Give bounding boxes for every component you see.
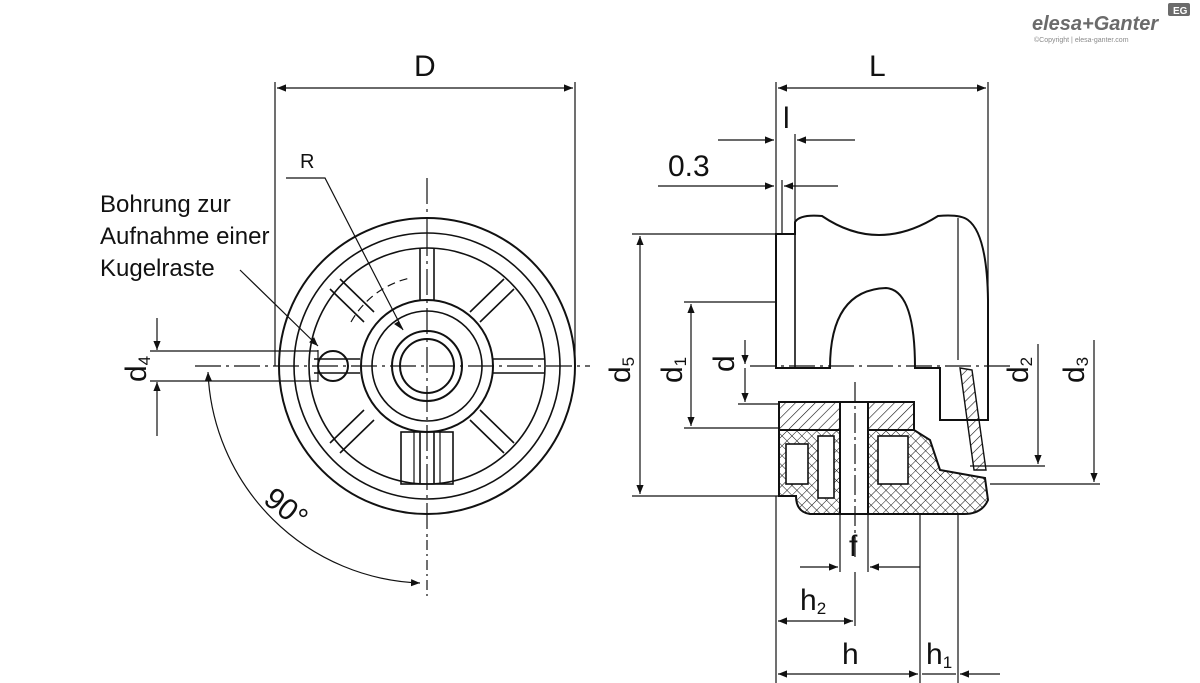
side-body-upper [775,214,989,421]
section-detent-pocket [785,443,809,485]
dim-h1-label: h1 [926,638,952,672]
dim-h-label: h [842,638,859,671]
brand-logo-text: elesa+Ganter [1032,13,1159,35]
dimension-d5: d5 [604,233,779,497]
brand-badge-box [1168,3,1190,16]
dim-d-label: d [708,355,741,372]
section-cavity [877,435,909,485]
section-bore [839,401,869,515]
dimension-h2: h2 [778,584,853,625]
dim-d5-label: d5 [604,357,638,383]
dim-d4-label: d4 [120,356,154,382]
angle-arc [204,371,421,587]
annotation-line-2: Aufnahme einer [100,223,269,250]
hub-inner [371,310,483,422]
radius-leader: R [286,151,404,331]
dim-d1-label: d1 [656,357,690,383]
detent-annotation: Bohrung zur Aufnahme einer Kugelraste [100,191,319,347]
dim-03-label: 0.3 [668,150,710,183]
brand-logo: elesa+Ganter EG ©Copyright | elesa-gante… [1032,3,1190,44]
dim-h2-label: h2 [800,584,826,618]
annotation-line-1: Bohrung zur [100,191,231,218]
dimension-h1: h1 [922,638,1000,678]
dimension-f: f [800,514,920,572]
dimension-d3: d3 [990,340,1100,485]
dimension-d: d [708,340,779,405]
annotation-line-3: Kugelraste [100,255,215,282]
dimension-d4: d4 [120,318,318,436]
radius-leader-arrow [394,321,403,330]
angle-label: 90° [258,482,314,536]
bore-outer [391,330,463,402]
bore-inner [399,338,455,394]
radius-leader-line [286,177,404,331]
dimension-D: D [274,50,576,366]
section-pin [817,435,835,499]
dimension-h: h [778,638,918,678]
dim-D-label: D [414,50,436,83]
dimension-d2: d2 [970,344,1045,467]
radius-arc [350,277,411,323]
dimension-0-3: 0.3 [658,150,838,234]
section-rim-hatch [959,367,987,471]
dimension-L: L [775,50,989,300]
brand-copyright: ©Copyright | elesa-ganter.com [1034,36,1129,44]
dim-f-label: f [849,530,858,563]
dimension-d1: d1 [656,301,779,429]
dim-d3-label: d3 [1058,357,1092,383]
dim-d2-label: d2 [1002,357,1036,383]
wheel-inner-rim [293,232,561,500]
dimension-l: l [718,102,855,222]
brand-badge: EG [1173,6,1188,17]
dim-l-label: l [783,102,790,135]
dim-L-label: L [869,50,886,83]
annotation-leader [239,269,319,347]
side-view [775,214,990,515]
radius-label: R [300,151,314,173]
